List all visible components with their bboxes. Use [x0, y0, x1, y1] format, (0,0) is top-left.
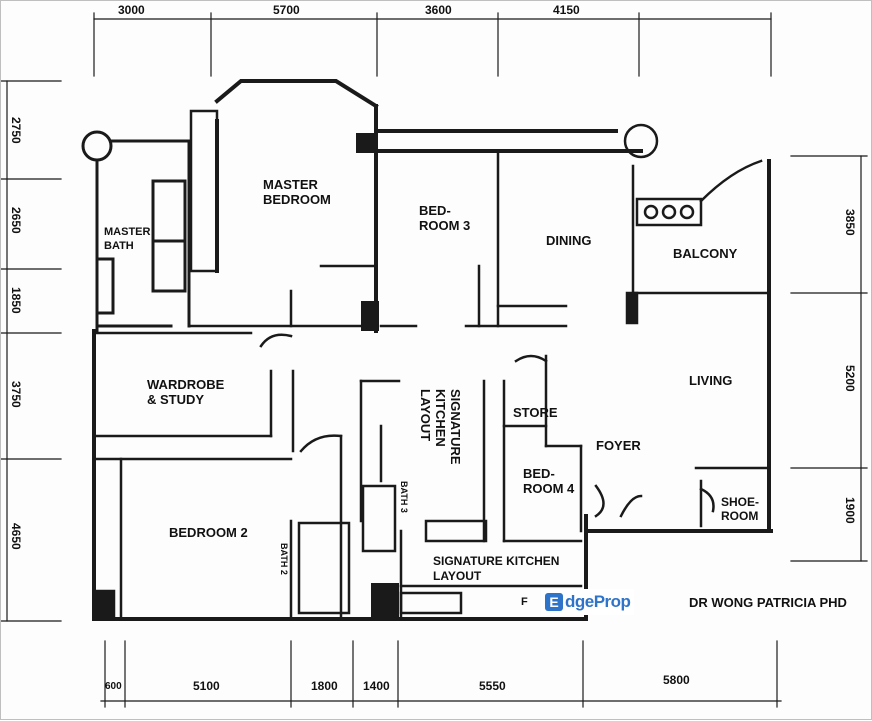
dim-left-3: 1850: [9, 287, 23, 314]
dim-bottom-2: 5100: [193, 679, 220, 693]
room-label-dining: DINING: [546, 233, 592, 248]
left-dimension-line: [1, 80, 62, 622]
room-label-signature-kitchen-horizontal: SIGNATURE KITCHEN LAYOUT: [433, 554, 560, 583]
dim-top-2: 5700: [273, 3, 300, 17]
dim-left-4: 3750: [9, 381, 23, 408]
dim-bottom-4: 1400: [363, 679, 390, 693]
room-label-wardrobe-study: WARDROBE & STUDY: [147, 377, 225, 407]
dim-bottom-3: 1800: [311, 679, 338, 693]
kitchen-bath-walls: [289, 379, 583, 621]
dim-left-2: 2650: [9, 207, 23, 234]
room-label-bedroom-2: BEDROOM 2: [169, 525, 248, 540]
room-label-balcony: BALCONY: [673, 246, 738, 261]
structural-columns: [356, 133, 399, 619]
room-label-living: LIVING: [689, 373, 733, 388]
room-label-bedroom-3: BED- ROOM 3: [419, 203, 471, 233]
room-label-foyer: FOYER: [596, 438, 641, 453]
bedroom2-walls: [92, 434, 343, 621]
shoe-room-walls: [694, 466, 771, 528]
edgeprop-logo: E dgeProp: [541, 589, 635, 615]
master-bath-walls: [81, 130, 191, 333]
balcony-walls: [623, 123, 771, 325]
dim-left-1: 2750: [9, 117, 23, 144]
agent-credit: DR WONG PATRICIA PHD: [689, 595, 847, 610]
edgeprop-logo-text: dgeProp: [565, 592, 631, 611]
dim-bottom-1: 600: [105, 681, 122, 692]
room-label-signature-kitchen-vertical: SIGNATURE KITCHEN LAYOUT: [418, 389, 463, 465]
right-dimension-line: [790, 155, 868, 562]
dim-top-4: 4150: [553, 3, 580, 17]
top-dimension-line: [93, 12, 772, 77]
dim-right-3: 1900: [843, 497, 857, 524]
room-label-bedroom-4: BED- ROOM 4: [523, 466, 575, 496]
bottom-dimension-line: [100, 640, 782, 708]
dim-bottom-5: 5550: [479, 679, 506, 693]
dim-right-1: 3850: [843, 209, 857, 236]
master-bedroom-walls: [189, 109, 378, 328]
bedroom3-dining-walls: [379, 149, 568, 328]
dim-top-3: 3600: [425, 3, 452, 17]
room-label-bath-3: BATH 3: [399, 481, 409, 513]
wardrobe-study-walls: [92, 331, 295, 461]
room-label-master-bath: MASTER BATH: [104, 226, 151, 252]
dim-left-5: 4650: [9, 523, 23, 550]
dim-top-1: 3000: [118, 3, 145, 17]
room-label-store: STORE: [513, 405, 558, 420]
room-label-bath-2: BATH 2: [279, 543, 289, 575]
room-label-shoe-room: SHOE- ROOM: [721, 495, 760, 523]
dim-bottom-6: 5800: [663, 673, 690, 687]
edgeprop-logo-mark: E: [545, 593, 563, 611]
room-label-kitchen-f: F: [521, 596, 528, 608]
room-label-master-bedroom: MASTER BEDROOM: [263, 177, 331, 207]
dim-right-2: 5200: [843, 365, 857, 392]
store-bedroom4-walls: [482, 354, 643, 543]
